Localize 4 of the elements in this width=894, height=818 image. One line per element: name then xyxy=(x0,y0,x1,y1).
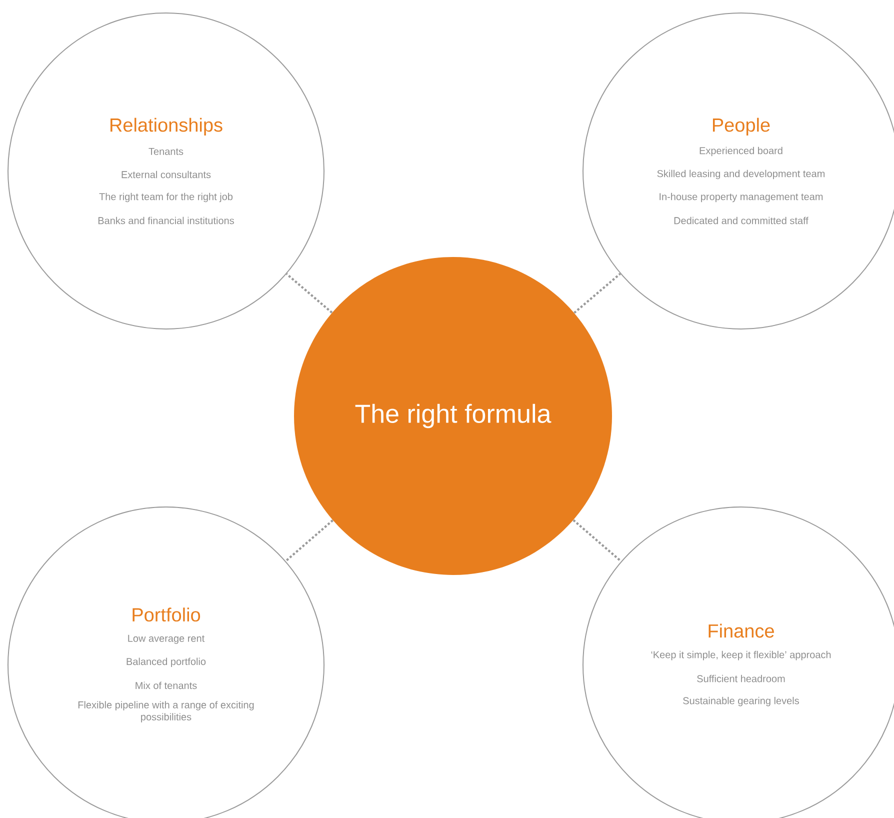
dotted-connector xyxy=(286,273,333,314)
dotted-connector xyxy=(574,272,621,314)
dotted-connector xyxy=(285,520,334,562)
dotted-connector xyxy=(572,519,622,562)
